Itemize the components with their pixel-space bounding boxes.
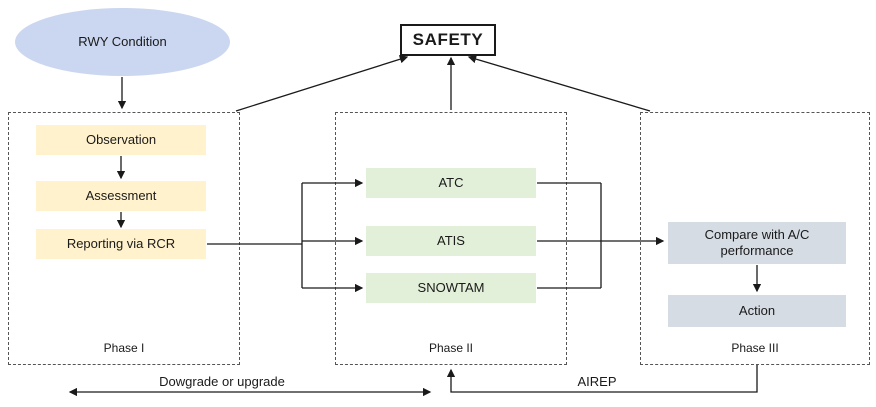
rwy-condition-label: RWY Condition (78, 33, 167, 49)
action-step: Action (668, 295, 846, 327)
phase-3-label: Phase III (731, 341, 779, 355)
safety-label: SAFETY (412, 30, 484, 50)
phase-1-frame (8, 112, 240, 365)
reporting-via-rcr-step: Reporting via RCR (36, 229, 206, 259)
atis-step: ATIS (366, 226, 536, 256)
snowtam-step: SNOWTAM (366, 273, 536, 303)
observation-step: Observation (36, 125, 206, 155)
safety-node: SAFETY (400, 24, 496, 56)
phase-2-frame (335, 112, 567, 365)
phase-3-frame (640, 112, 870, 365)
compare-performance-step: Compare with A/C performance (668, 222, 846, 264)
assessment-step: Assessment (36, 181, 206, 211)
airep-label: AIREP (577, 374, 617, 389)
phase-1-label: Phase I (103, 341, 145, 355)
phase-2-label: Phase II (428, 341, 474, 355)
atc-step: ATC (366, 168, 536, 198)
downgrade-upgrade-label: Dowgrade or upgrade (159, 374, 285, 389)
rwy-condition-node: RWY Condition (15, 8, 230, 76)
